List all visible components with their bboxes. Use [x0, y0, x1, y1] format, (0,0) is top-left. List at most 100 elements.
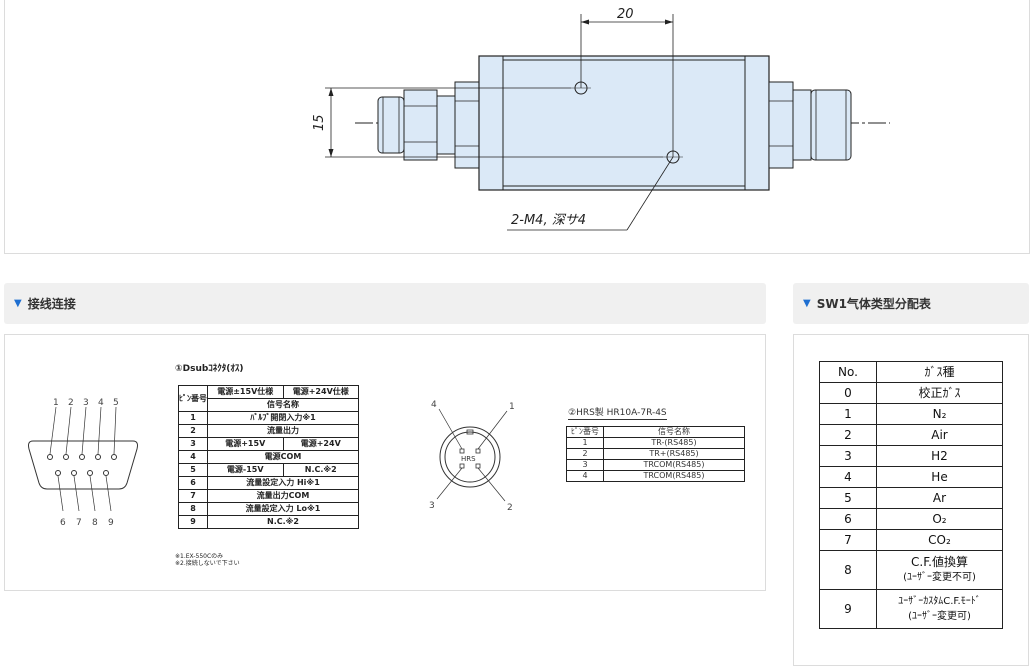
table-cell: TR+(RS485) — [603, 448, 745, 460]
table-cell: 7 — [178, 489, 208, 503]
table-cell: 流量出力COM — [207, 489, 359, 503]
hrs-center-label: HRS — [461, 455, 476, 463]
table-cell: TRCOM(RS485) — [603, 459, 745, 471]
table-cell: 1 — [819, 403, 877, 425]
hrs-header-pin: ﾋﾟﾝ番号 — [566, 426, 604, 438]
table-cell: 校正ｶﾞｽ — [876, 382, 1003, 404]
table-cell: N.C.※2 — [282, 463, 359, 477]
dsub-pin-label: 4 — [98, 398, 104, 408]
dsub-header-signal: 信号名称 — [207, 398, 359, 412]
table-cell: 3 — [178, 437, 208, 451]
dsub-caption: ①Dsubｺﾈｸﾀ(ｵｽ) — [175, 364, 244, 374]
table-cell: TR-(RS485) — [603, 437, 745, 449]
sw1-header-gas: ｶﾞｽ種 — [876, 361, 1003, 383]
dsub-pin-label: 2 — [68, 398, 74, 408]
sw1-section-header: ▼ SW1气体类型分配表 — [793, 283, 1029, 324]
hrs-pin-label: 2 — [507, 503, 513, 513]
table-cell: 流量設定入力 Hi※1 — [207, 476, 359, 490]
table-cell: 4 — [178, 450, 208, 464]
table-cell: 3 — [566, 459, 604, 471]
dsub-pin-label: 6 — [60, 518, 66, 528]
table-cell: 0 — [819, 382, 877, 404]
table-cell: 9 — [178, 515, 208, 529]
wiring-section-title: 接线连接 — [27, 297, 76, 311]
table-cell: 8 — [178, 502, 208, 516]
dsub-pin-label: 1 — [53, 398, 59, 408]
table-cell: 電源+15V — [207, 437, 284, 451]
left-fitting-outer — [377, 96, 405, 154]
table-cell: 電源+24V — [282, 437, 359, 451]
table-cell: 2 — [566, 448, 604, 460]
wiring-section-header: ▼ 接线连接 — [4, 283, 766, 324]
triangle-down-icon: ▼ — [14, 298, 22, 309]
table-cell: 4 — [819, 466, 877, 488]
table-cell: 6 — [819, 508, 877, 530]
hrs-caption: ②HRS製 HR10A-7R-4S — [568, 405, 667, 420]
table-cell: 2 — [178, 424, 208, 438]
flow-controller-drawing: 20 15 2-M4, 深サ4 — [312, 7, 890, 231]
dsub-header-24v: 電源+24V仕様 — [282, 385, 359, 399]
hrs-connector-diagram: HRS 1 2 3 4 — [429, 400, 515, 513]
table-cell: 5 — [819, 487, 877, 509]
sw1-header-no: No. — [819, 361, 877, 383]
table-cell: 4 — [566, 470, 604, 482]
dsub-pin-label: 7 — [76, 518, 82, 528]
right-fitting-flange — [768, 81, 794, 169]
dsub-header-15v: 電源±15V仕様 — [207, 385, 284, 399]
hrs-pin-label: 1 — [509, 402, 515, 412]
table-cell: H2 — [876, 445, 1003, 467]
table-cell: 7 — [819, 529, 877, 551]
table-cell: TRCOM(RS485) — [603, 470, 745, 482]
table-cell: N₂ — [876, 403, 1003, 425]
table-cell: CO₂ — [876, 529, 1003, 551]
dsub-pin-label: 3 — [83, 398, 89, 408]
table-cell: ﾕｰｻﾞｰｶｽﾀﾑC.F.ﾓｰﾄﾞ(ﾕｰｻﾞｰ変更可) — [876, 589, 1003, 629]
dsub-note-1: ※1.EX-550Cのみ — [175, 553, 224, 560]
hrs-pin-label: 4 — [431, 400, 437, 410]
dsub-pin-label: 9 — [108, 518, 114, 528]
table-cell: 1 — [178, 411, 208, 425]
table-cell: N.C.※2 — [207, 515, 359, 529]
dsub-pin-label: 8 — [92, 518, 98, 528]
table-cell: Ar — [876, 487, 1003, 509]
sw1-section-title: SW1气体类型分配表 — [816, 297, 931, 311]
table-cell: C.F.値換算(ﾕｰｻﾞｰ変更不可) — [876, 550, 1003, 590]
table-row: 8 C.F.値換算(ﾕｰｻﾞｰ変更不可) — [819, 550, 1003, 590]
left-fitting-nut — [403, 89, 438, 161]
table-cell: 流量出力 — [207, 424, 359, 438]
right-fitting-outer — [810, 89, 852, 161]
dimension-15-label: 15 — [312, 114, 327, 131]
table-cell: 1 — [566, 437, 604, 449]
hole-callout-label: 2-M4, 深サ4 — [511, 213, 586, 228]
dsub-connector-diagram: 1 2 3 4 5 6 7 8 9 — [28, 398, 138, 528]
left-fitting-flange — [454, 81, 480, 169]
table-cell: 5 — [178, 463, 208, 477]
dsub-pin-label: 5 — [113, 398, 119, 408]
left-fitting-hex — [436, 95, 456, 155]
table-cell: ﾊﾞﾙﾌﾞ開閉入力※1 — [207, 411, 359, 425]
dimension-20-label: 20 — [617, 7, 634, 22]
dsub-note-2: ※2.接続しないで下さい — [175, 560, 240, 567]
table-cell: 3 — [819, 445, 877, 467]
table-cell: 8 — [819, 550, 877, 590]
